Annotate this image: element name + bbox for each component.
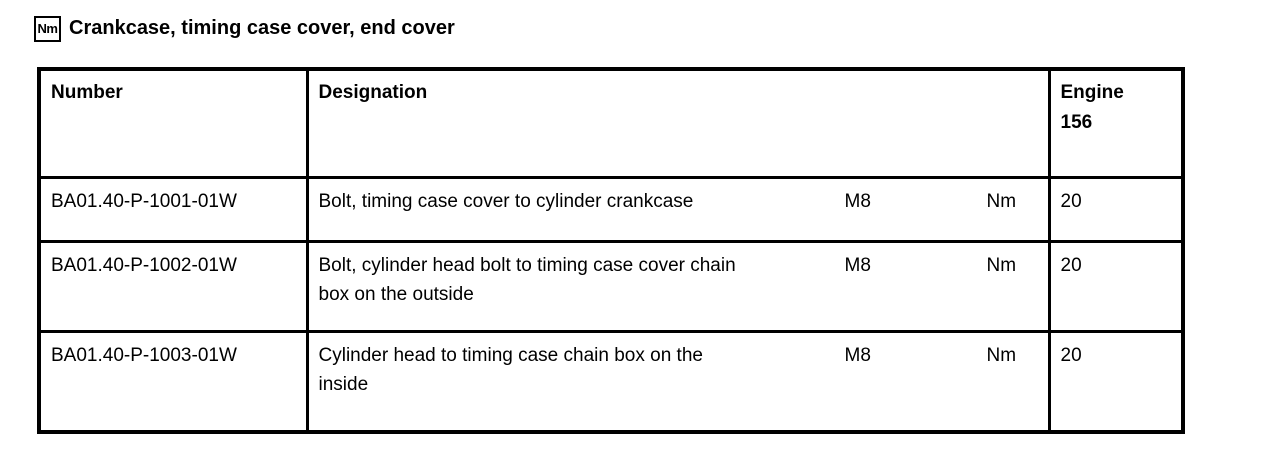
cell-torque-value: 20 [1047,329,1185,434]
torque-unit: Nm [986,344,1017,366]
table-row: BA01.40-P-1001-01W Bolt, timing case cov… [37,175,1185,243]
torque-unit: Nm [986,190,1017,212]
cell-part-number: BA01.40-P-1001-01W [37,175,309,243]
section-header: Nm Crankcase, timing case cover, end cov… [34,15,1280,42]
designation-text: Cylinder head to timing case chain box o… [318,344,703,395]
table-row: BA01.40-P-1002-01W Bolt, cylinder head b… [37,239,1185,333]
cell-part-number: BA01.40-P-1003-01W [37,329,309,434]
engine-header-label: Engine [1060,82,1124,103]
thread-size: M8 [844,254,871,276]
page-title: Crankcase, timing case cover, end cover [69,17,455,39]
cell-part-number: BA01.40-P-1002-01W [37,239,309,333]
engine-header-number: 156 [1060,112,1093,133]
table-row: BA01.40-P-1003-01W Cylinder head to timi… [37,329,1185,434]
thread-size: M8 [844,190,871,212]
designation-text: Bolt, timing case cover to cylinder cran… [318,190,694,212]
column-header-engine: Engine 156 [1047,67,1185,179]
column-header-number: Number [37,67,309,179]
cell-torque-value: 20 [1047,239,1185,333]
cell-torque-value: 20 [1047,175,1185,243]
cell-designation: Bolt, timing case cover to cylinder cran… [305,175,1051,243]
torque-unit: Nm [986,254,1017,276]
table-header-row: Number Designation Engine 156 [37,67,1185,179]
column-header-designation: Designation [305,67,1051,179]
nm-torque-icon: Nm [34,15,61,42]
designation-layout: Bolt, cylinder head bolt to timing case … [319,251,1038,309]
cell-designation: Cylinder head to timing case chain box o… [305,329,1051,434]
designation-layout: Bolt, timing case cover to cylinder cran… [319,187,1038,216]
torque-spec-table: Number Designation Engine 156 BA01.40-P-… [37,67,1185,434]
thread-size: M8 [844,344,871,366]
designation-layout: Cylinder head to timing case chain box o… [319,341,1038,399]
cell-designation: Bolt, cylinder head bolt to timing case … [305,239,1051,333]
designation-text: Bolt, cylinder head bolt to timing case … [318,254,736,305]
